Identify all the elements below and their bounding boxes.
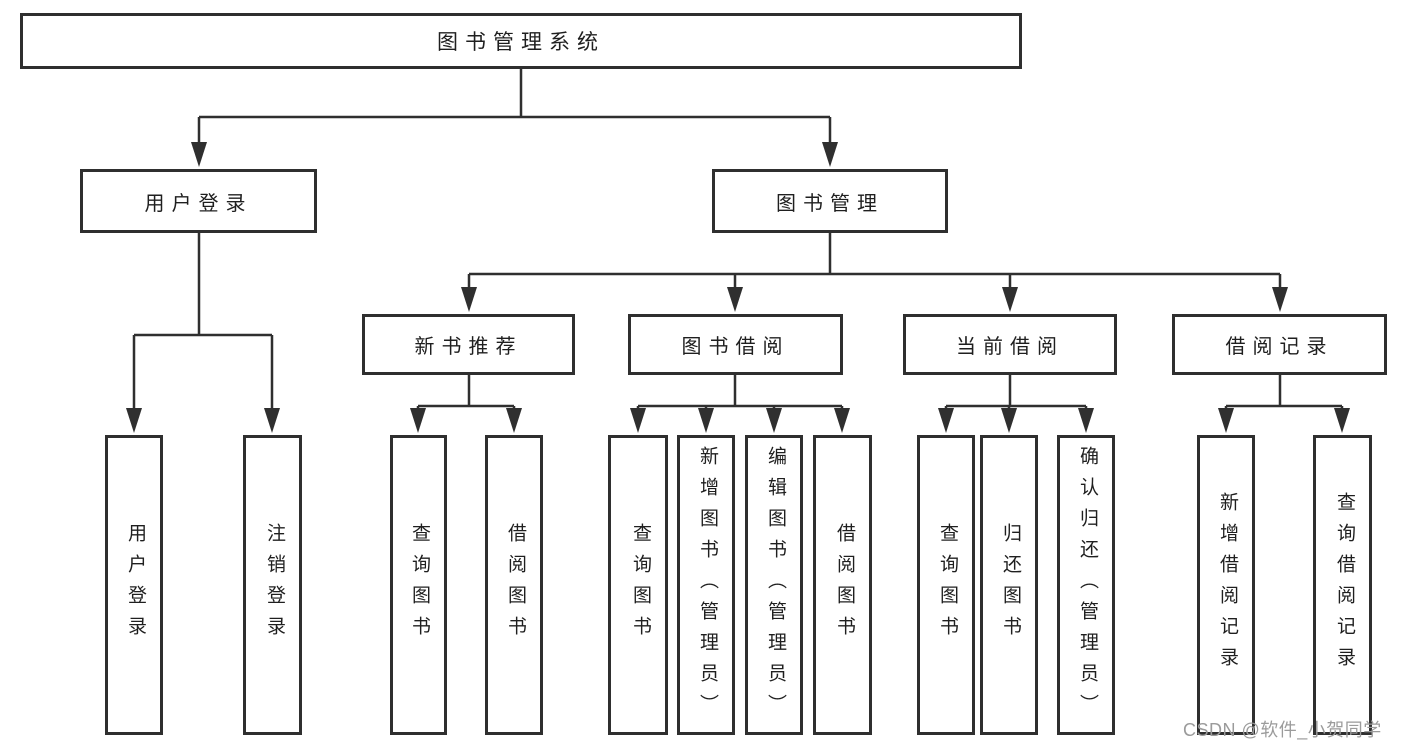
leaf-user-login: 用户登录 (105, 435, 163, 735)
leaf-return-book: 归还图书 (980, 435, 1038, 735)
node-library-system: 图书管理系统 (20, 13, 1022, 69)
leaf-borrow-book-recommend: 借阅图书 (485, 435, 543, 735)
node-current-borrow: 当前借阅 (903, 314, 1117, 375)
leaf-borrow-book: 借阅图书 (813, 435, 872, 735)
leaf-query-book-recommend: 查询图书 (390, 435, 447, 735)
leaf-add-borrow-record: 新增借阅记录 (1197, 435, 1255, 735)
leaf-edit-book-admin: 编辑图书（管理员） (745, 435, 803, 735)
leaf-confirm-return-admin: 确认归还（管理员） (1057, 435, 1115, 735)
node-new-book-recommend: 新书推荐 (362, 314, 575, 375)
watermark: CSDN @软件_小贺同学 (1183, 720, 1382, 740)
arrowheads (126, 142, 1350, 433)
leaf-logout: 注销登录 (243, 435, 302, 735)
node-user-login: 用户登录 (80, 169, 317, 233)
leaf-query-borrow-record: 查询借阅记录 (1313, 435, 1372, 735)
node-book-management: 图书管理 (712, 169, 948, 233)
leaf-query-book-current: 查询图书 (917, 435, 975, 735)
node-book-borrow: 图书借阅 (628, 314, 843, 375)
leaf-query-book-borrow: 查询图书 (608, 435, 668, 735)
leaf-add-book-admin: 新增图书（管理员） (677, 435, 735, 735)
node-borrow-records: 借阅记录 (1172, 314, 1387, 375)
